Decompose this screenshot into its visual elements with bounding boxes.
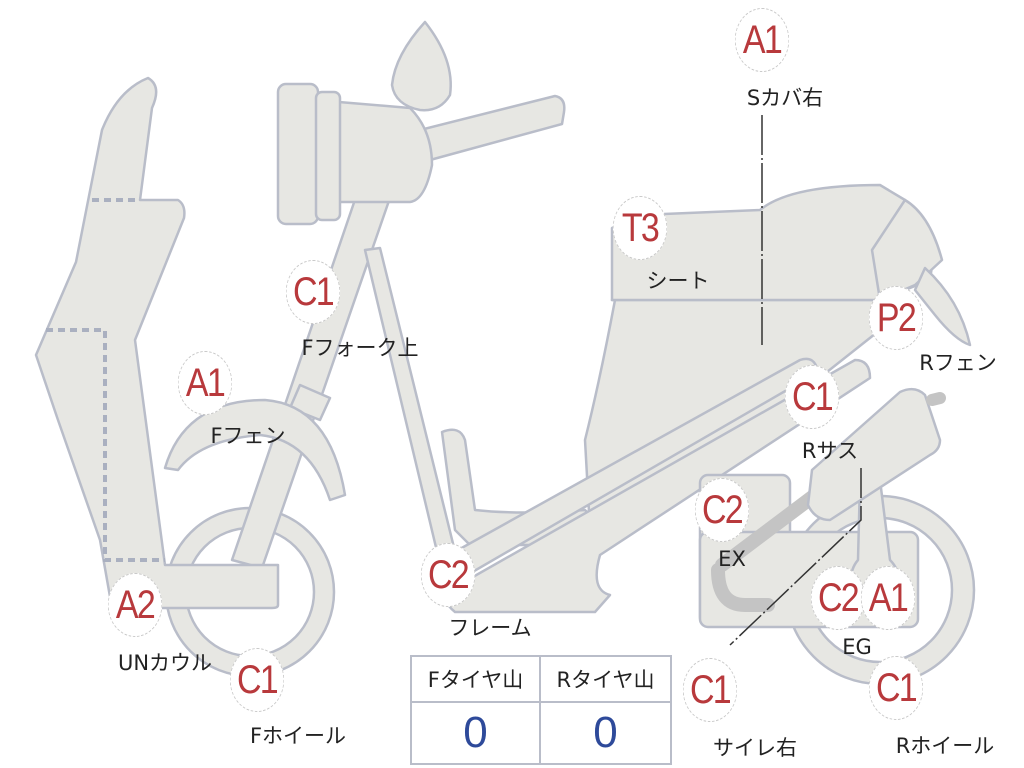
headlight[interactable] [276,82,320,226]
damage-badge[interactable]: C2 [810,566,866,630]
handlebar[interactable] [418,94,566,162]
part-label: サイレ右 [713,736,797,760]
damage-badge[interactable]: C1 [784,365,840,429]
damage-badge[interactable]: C1 [229,648,285,712]
front-tire-value: 0 [412,703,541,763]
damage-badge[interactable]: A2 [107,573,163,637]
part-label: Rホイール [895,734,995,758]
rear-shock[interactable] [806,387,942,522]
part-label: Fフェン [210,424,286,448]
part-label: シート [646,269,710,293]
damage-badge[interactable]: A1 [177,351,233,415]
damage-badge[interactable]: T3 [612,196,668,260]
rear-fender[interactable] [913,266,972,347]
exhaust[interactable] [711,488,822,612]
rear-tire-header: Rタイヤ山 [541,657,670,703]
damage-badge[interactable]: C1 [285,260,341,324]
tire-tread-table: Fタイヤ山 Rタイヤ山 0 0 [410,655,672,765]
rear-tire-value: 0 [593,708,618,757]
front-cowl[interactable] [34,76,280,610]
headlight-cover[interactable] [313,98,434,204]
front-tire-header: Fタイヤ山 [412,657,541,703]
part-label: Sカバ右 [746,86,824,110]
frame-downtube[interactable] [363,246,464,587]
part-label: UNカウル [117,651,213,675]
damage-badge[interactable]: A1 [860,566,916,630]
part-label: Fフォーク上 [301,336,419,360]
part-label: Rサス [801,439,859,463]
part-label: EG [842,635,872,659]
part-label: EX [718,547,746,571]
damage-badge[interactable]: C1 [868,656,924,720]
front-fork[interactable] [230,183,394,570]
mirror[interactable] [390,20,452,112]
part-label: Rフェン [919,351,997,375]
damage-badge[interactable]: C1 [682,658,738,722]
damage-badge[interactable]: C2 [694,478,750,542]
part-label: フレーム [448,616,532,640]
damage-badge[interactable]: C2 [420,543,476,607]
damage-badge[interactable]: A1 [734,8,790,72]
part-label: Fホイール [249,724,347,748]
damage-badge[interactable]: P2 [868,286,924,350]
